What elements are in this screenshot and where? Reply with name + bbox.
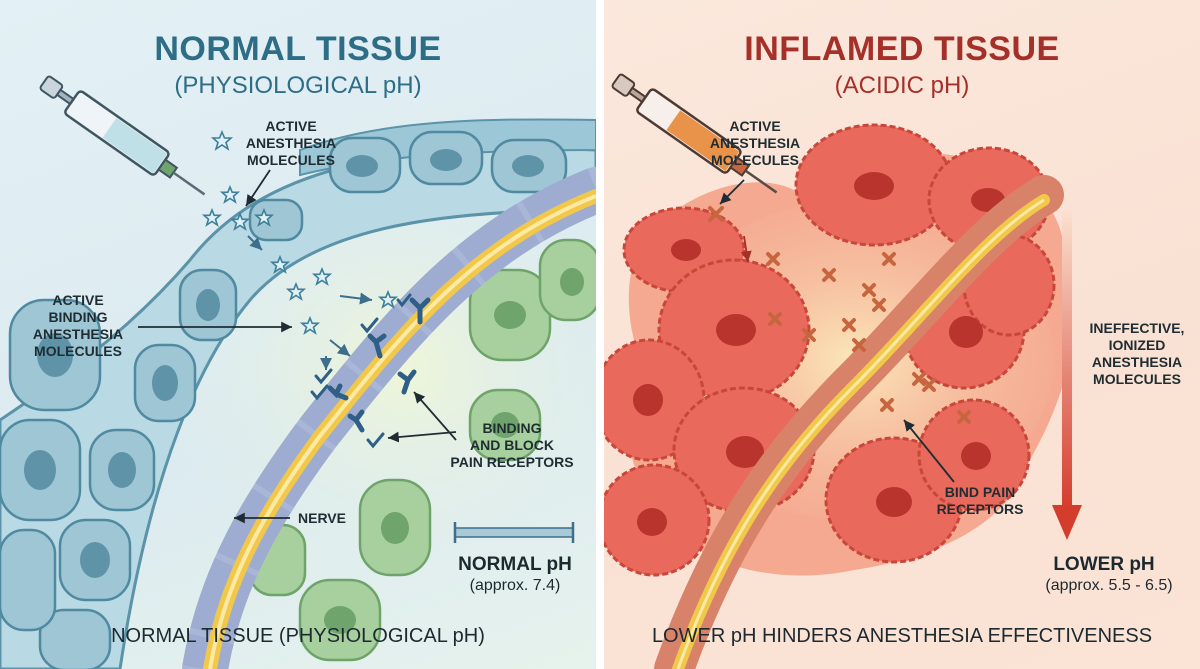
molecule-movement-arrow [741,235,752,263]
ionized-molecule-x-icons [708,206,971,424]
label-nerve: NERVE [298,510,346,526]
binding-checkmark-icons [310,293,412,449]
syringe-icon [611,73,778,194]
inflamed-tissue-illustration [604,73,1082,669]
active-anesthesia-molecules [201,129,399,335]
connective-tissue-cells [248,238,596,662]
pain-receptor-icons [327,297,431,433]
left-panel-title: NORMAL TISSUE [154,30,442,68]
inflamed-nerve-fiber [654,175,1064,669]
label-pointer-arrows [138,169,457,524]
down-arrow-icon [1052,210,1082,540]
label-ineffective-ionized-molecules: INEFFECTIVE, IONIZED ANESTHESIA MOLECULE… [1089,320,1185,387]
lower-ph-value: (approx. 5.5 - 6.5) [1045,577,1173,594]
right-panel-subtitle: (ACIDIC pH) [834,72,970,99]
label-active-anesthesia-molecules: ACTIVE ANESTHESIA MOLECULES [245,118,337,168]
inflamed-tissue-panel: INFLAMED TISSUE (ACIDIC pH) ACTIVE ANEST… [604,0,1200,669]
syringe-icon [39,75,206,196]
normal-ph-scale-bar [453,522,575,543]
label-active-anesthesia-molecules: ACTIVE ANESTHESIA MOLECULES [709,118,801,168]
label-pointer-arrows [719,179,955,483]
right-panel-footer: LOWER pH HINDERS ANESTHESIA EFFECTIVENES… [651,625,1153,647]
normal-ph-value: (approx. 7.4) [469,577,561,594]
normal-ph-label: NORMAL pH [458,554,572,575]
lower-ph-label: LOWER pH [1053,554,1155,575]
right-panel-title: INFLAMED TISSUE [744,30,1060,68]
label-active-binding-molecules: ACTIVE BINDING ANESTHESIA MOLECULES [32,292,124,359]
molecule-movement-arrows [247,235,373,370]
left-panel-subtitle: (PHYSIOLOGICAL pH) [174,72,422,99]
panel-divider [596,0,604,669]
label-bind-pain-receptors: BIND PAIN RECEPTORS [936,484,1024,517]
normal-tissue-illustration [0,75,596,669]
normal-tissue-panel: NORMAL TISSUE (PHYSIOLOGICAL pH) ACTIVE … [0,0,596,669]
inflamed-cell-nuclei [633,172,1005,536]
label-binding-block-receptors: BINDING AND BLOCK PAIN RECEPTORS [450,420,574,470]
nerve-fiber [182,167,596,669]
left-panel-footer: NORMAL TISSUE (PHYSIOLOGICAL pH) [111,625,485,647]
